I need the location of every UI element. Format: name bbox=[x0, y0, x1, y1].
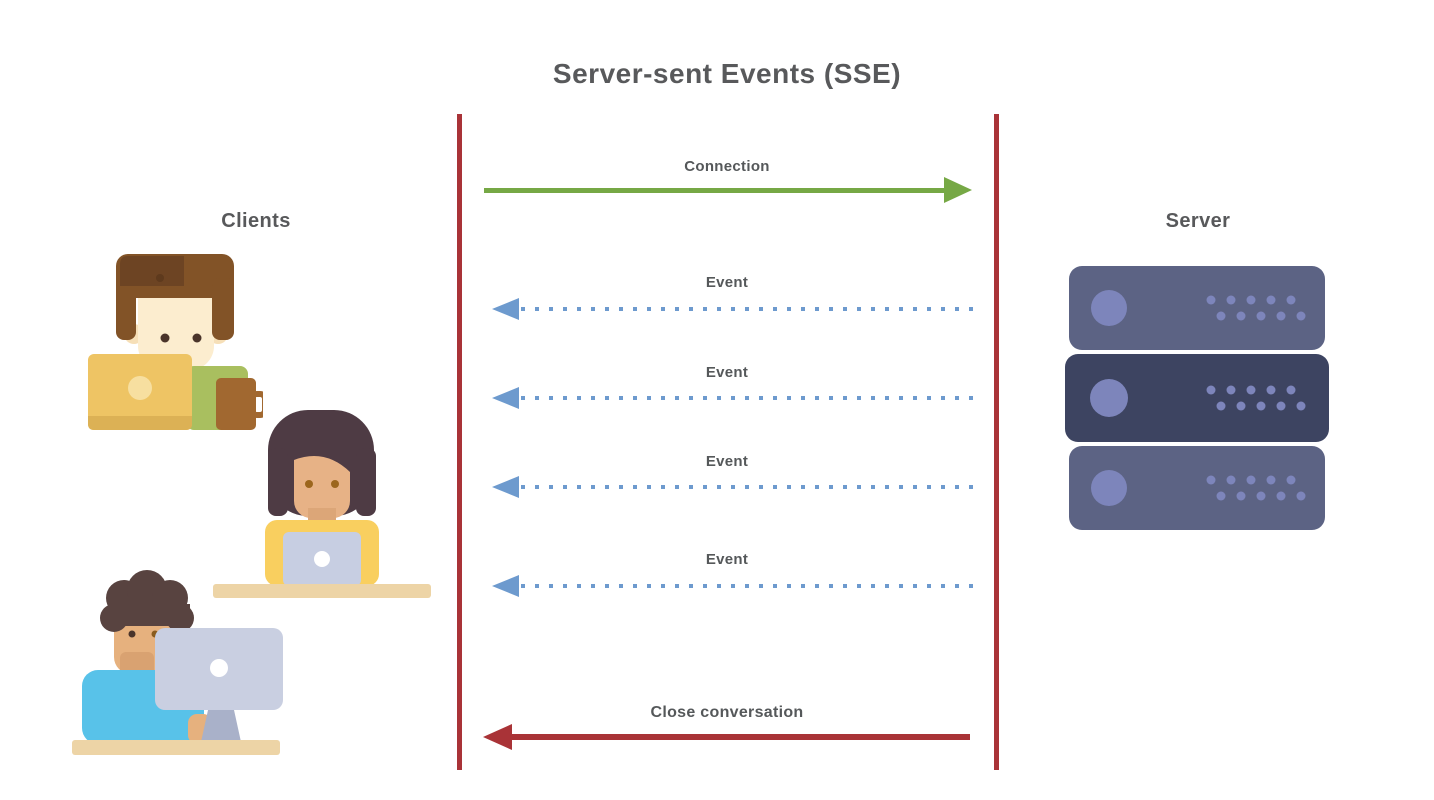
close-arrowhead-icon bbox=[483, 724, 512, 750]
event-arrow-line bbox=[521, 307, 977, 311]
close-conversation-label: Close conversation bbox=[650, 704, 804, 721]
event-message-label: Event bbox=[705, 551, 749, 568]
close-arrow-line bbox=[510, 734, 970, 740]
event-arrow-line bbox=[521, 584, 977, 588]
event-message-label: Event bbox=[705, 364, 749, 381]
event-arrowhead-icon bbox=[492, 387, 519, 409]
event-arrow-line bbox=[521, 396, 977, 400]
man-with-laptop-icon bbox=[88, 254, 263, 430]
server-label: Server bbox=[1165, 210, 1231, 232]
connection-arrowhead-icon bbox=[944, 177, 972, 203]
diagram-title: Server-sent Events (SSE) bbox=[552, 58, 902, 89]
event-message-label: Event bbox=[705, 274, 749, 291]
clients-label: Clients bbox=[221, 210, 291, 232]
connection-message-label: Connection bbox=[684, 158, 770, 175]
client-lifeline bbox=[457, 114, 462, 770]
woman-with-laptop-icon bbox=[213, 410, 431, 598]
server-lifeline bbox=[994, 114, 999, 770]
server-rack-icon bbox=[1065, 266, 1329, 530]
event-arrowhead-icon bbox=[492, 476, 519, 498]
man-with-desktop-icon bbox=[72, 570, 283, 755]
event-arrowhead-icon bbox=[492, 298, 519, 320]
event-arrow-line bbox=[521, 485, 977, 489]
event-arrowhead-icon bbox=[492, 575, 519, 597]
connection-arrow-line bbox=[484, 188, 946, 193]
event-message-label: Event bbox=[705, 453, 749, 470]
